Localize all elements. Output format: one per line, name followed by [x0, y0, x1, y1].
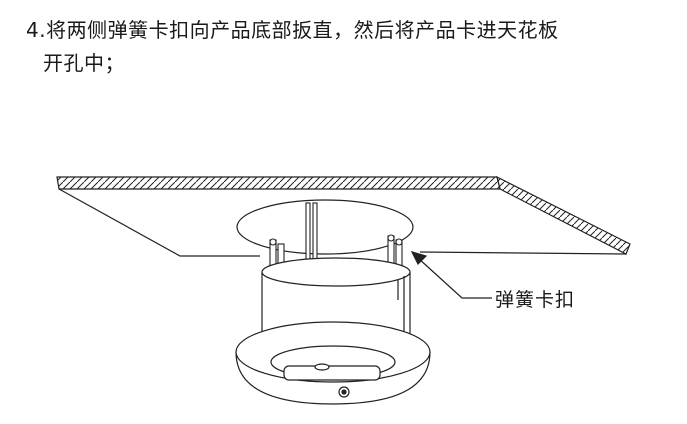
- instruction-line-1: 4.将两侧弹簧卡扣向产品底部扳直，然后将产品卡进天花板: [26, 18, 559, 42]
- ceiling-panel: [56, 175, 631, 257]
- spring-clip-label: 弹簧卡扣: [495, 289, 576, 311]
- instruction-text: 4.将两侧弹簧卡扣向产品底部扳直，然后将产品卡进天花板 开孔中；: [26, 14, 676, 80]
- callout-arrow: [410, 251, 492, 299]
- product-flange: [235, 321, 431, 405]
- ceiling-opening: [236, 199, 414, 255]
- instruction-line-2: 开孔中；: [43, 51, 125, 75]
